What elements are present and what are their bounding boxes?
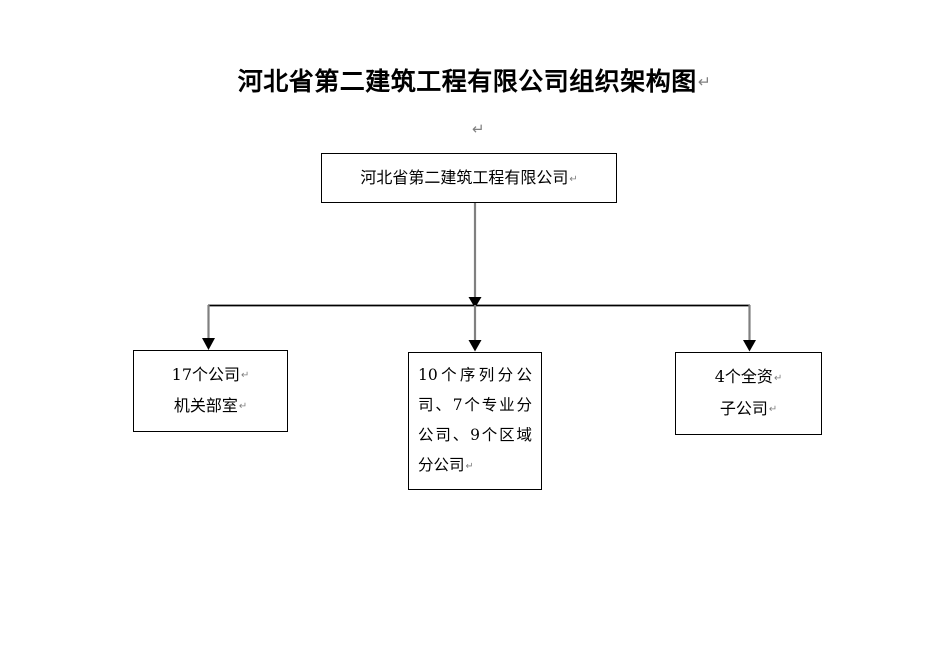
org-node-subsidiaries[interactable]: 4个全资↵ 子公司↵ xyxy=(675,352,822,435)
page-title: 河北省第二建筑工程有限公司组织架构图↵ xyxy=(0,62,949,98)
paragraph-mark-icon: ↵ xyxy=(465,460,474,472)
paragraph-mark-icon: ↵ xyxy=(768,403,778,415)
org-node-departments[interactable]: 17个公司↵ 机关部室↵ xyxy=(133,350,288,432)
org-node-departments-line-2: 机关部室↵ xyxy=(173,396,248,415)
paragraph-mark-icon: ↵ xyxy=(241,370,250,381)
paragraph-mark-icon: ↵ xyxy=(697,73,712,92)
org-node-root-label: 河北省第二建筑工程有限公司↵ xyxy=(360,168,578,188)
arrowhead-icon xyxy=(468,297,482,308)
paragraph-mark-icon: ↵ xyxy=(773,372,783,384)
arrowhead-icon xyxy=(743,340,756,352)
page-title-text: 河北省第二建筑工程有限公司组织架构图 xyxy=(237,67,697,96)
org-node-root[interactable]: 河北省第二建筑工程有限公司↵ xyxy=(321,153,617,203)
paragraph-mark-icon: ↵ xyxy=(238,401,248,413)
arrowhead-icon xyxy=(202,338,215,350)
org-node-subsidiaries-line-1: 4个全资↵ xyxy=(714,367,783,387)
arrowhead-icon xyxy=(468,340,482,352)
paragraph-mark-icon: ↵ xyxy=(472,120,485,138)
paragraph-mark-icon: ↵ xyxy=(569,173,578,185)
org-node-branches-label: 10个序列分公司、7个专业分公司、9个区域分公司↵ xyxy=(418,366,532,475)
org-node-subsidiaries-line-2: 子公司↵ xyxy=(719,398,778,418)
org-node-branches[interactable]: 10个序列分公司、7个专业分公司、9个区域分公司↵ xyxy=(408,352,542,490)
org-node-departments-line-1: 17个公司↵ xyxy=(171,364,250,384)
